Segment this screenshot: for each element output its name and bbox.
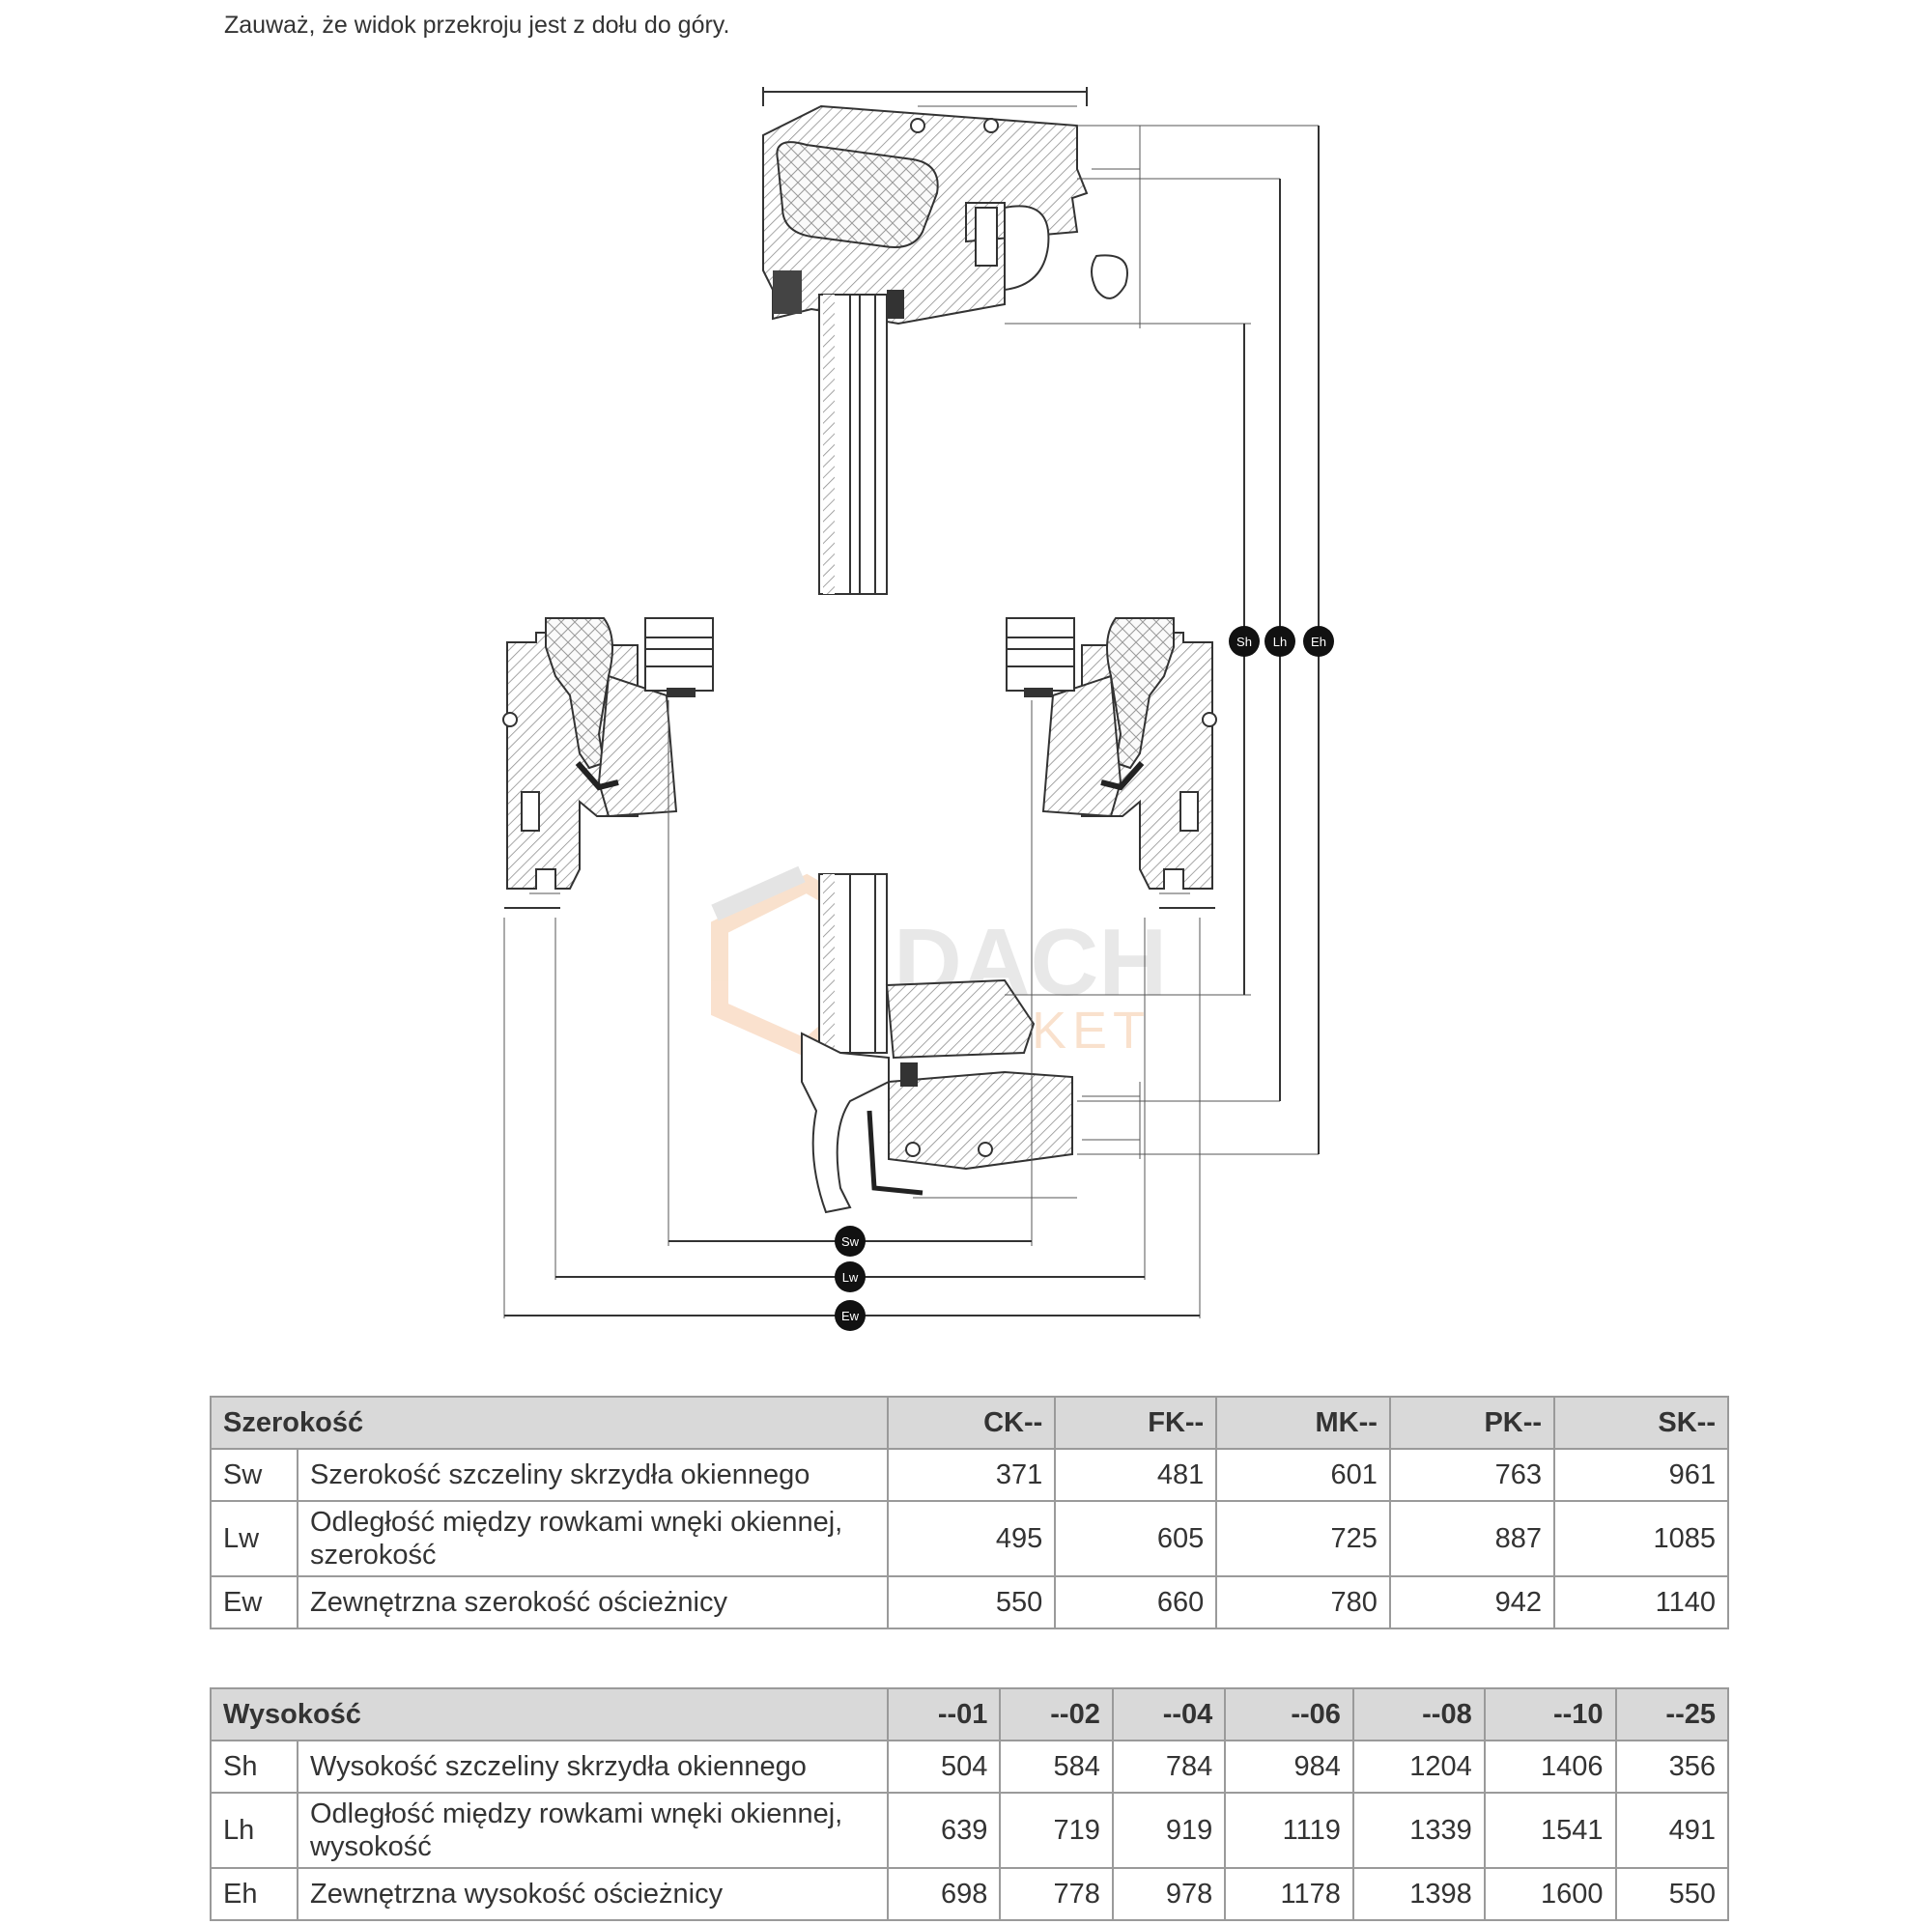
table-row: Sh Wysokość szczeliny skrzydła okiennego… [210,1740,1730,1794]
width-table-header: Szerokość CK-- FK-- MK-- PK-- SK-- [210,1396,1729,1450]
svg-text:Lh: Lh [1273,635,1287,649]
height-table: Wysokość --01 --02 --04 --06 --08 --10 -… [210,1687,1730,1921]
width-col-pk: PK-- [1388,1396,1556,1450]
marker-lw: Lw [835,1261,866,1292]
section-note: Zauważ, że widok przekroju jest z dołu d… [224,12,730,39]
width-col-fk: FK-- [1054,1396,1218,1450]
bottom-profile-section [801,873,1141,1214]
width-col-mk: MK-- [1215,1396,1391,1450]
right-profile-section [1006,617,1217,909]
top-profile-section [762,87,1141,595]
width-table: Szerokość CK-- FK-- MK-- PK-- SK-- Sw Sz… [210,1396,1729,1629]
table-row: Sw Szerokość szczeliny skrzydła okienneg… [210,1448,1729,1502]
table-row: Lh Odległość między rowkami wnęki okienn… [210,1792,1730,1869]
height-col-25: --25 [1614,1687,1730,1741]
height-table-header: Wysokość --01 --02 --04 --06 --08 --10 -… [210,1687,1730,1741]
svg-text:Lw: Lw [842,1270,859,1285]
svg-text:Ew: Ew [841,1309,860,1323]
left-profile-section [502,617,714,909]
marker-lh: Lh [1264,626,1295,657]
table-row: Ew Zewnętrzna szerokość ościeżnicy 550 6… [210,1575,1729,1629]
width-table-title: Szerokość [210,1396,889,1450]
height-table-title: Wysokość [210,1687,889,1741]
height-col-10: --10 [1483,1687,1617,1741]
window-cross-section-diagram: DACH MARKET [502,87,1334,1331]
svg-text:Sh: Sh [1236,635,1252,649]
marker-sw: Sw [835,1226,866,1257]
marker-sh: Sh [1229,626,1260,657]
width-col-ck: CK-- [886,1396,1057,1450]
svg-text:Sw: Sw [841,1234,860,1249]
svg-text:Eh: Eh [1311,635,1326,649]
height-col-08: --08 [1351,1687,1486,1741]
height-col-01: --01 [886,1687,1002,1741]
table-row: Lw Odległość między rowkami wnęki okienn… [210,1500,1729,1577]
table-row: Eh Zewnętrzna wysokość ościeżnicy 698 77… [210,1867,1730,1921]
width-col-sk: SK-- [1553,1396,1729,1450]
height-col-04: --04 [1111,1687,1227,1741]
height-col-02: --02 [999,1687,1114,1741]
marker-eh: Eh [1303,626,1334,657]
marker-ew: Ew [835,1300,866,1331]
height-col-06: --06 [1224,1687,1354,1741]
